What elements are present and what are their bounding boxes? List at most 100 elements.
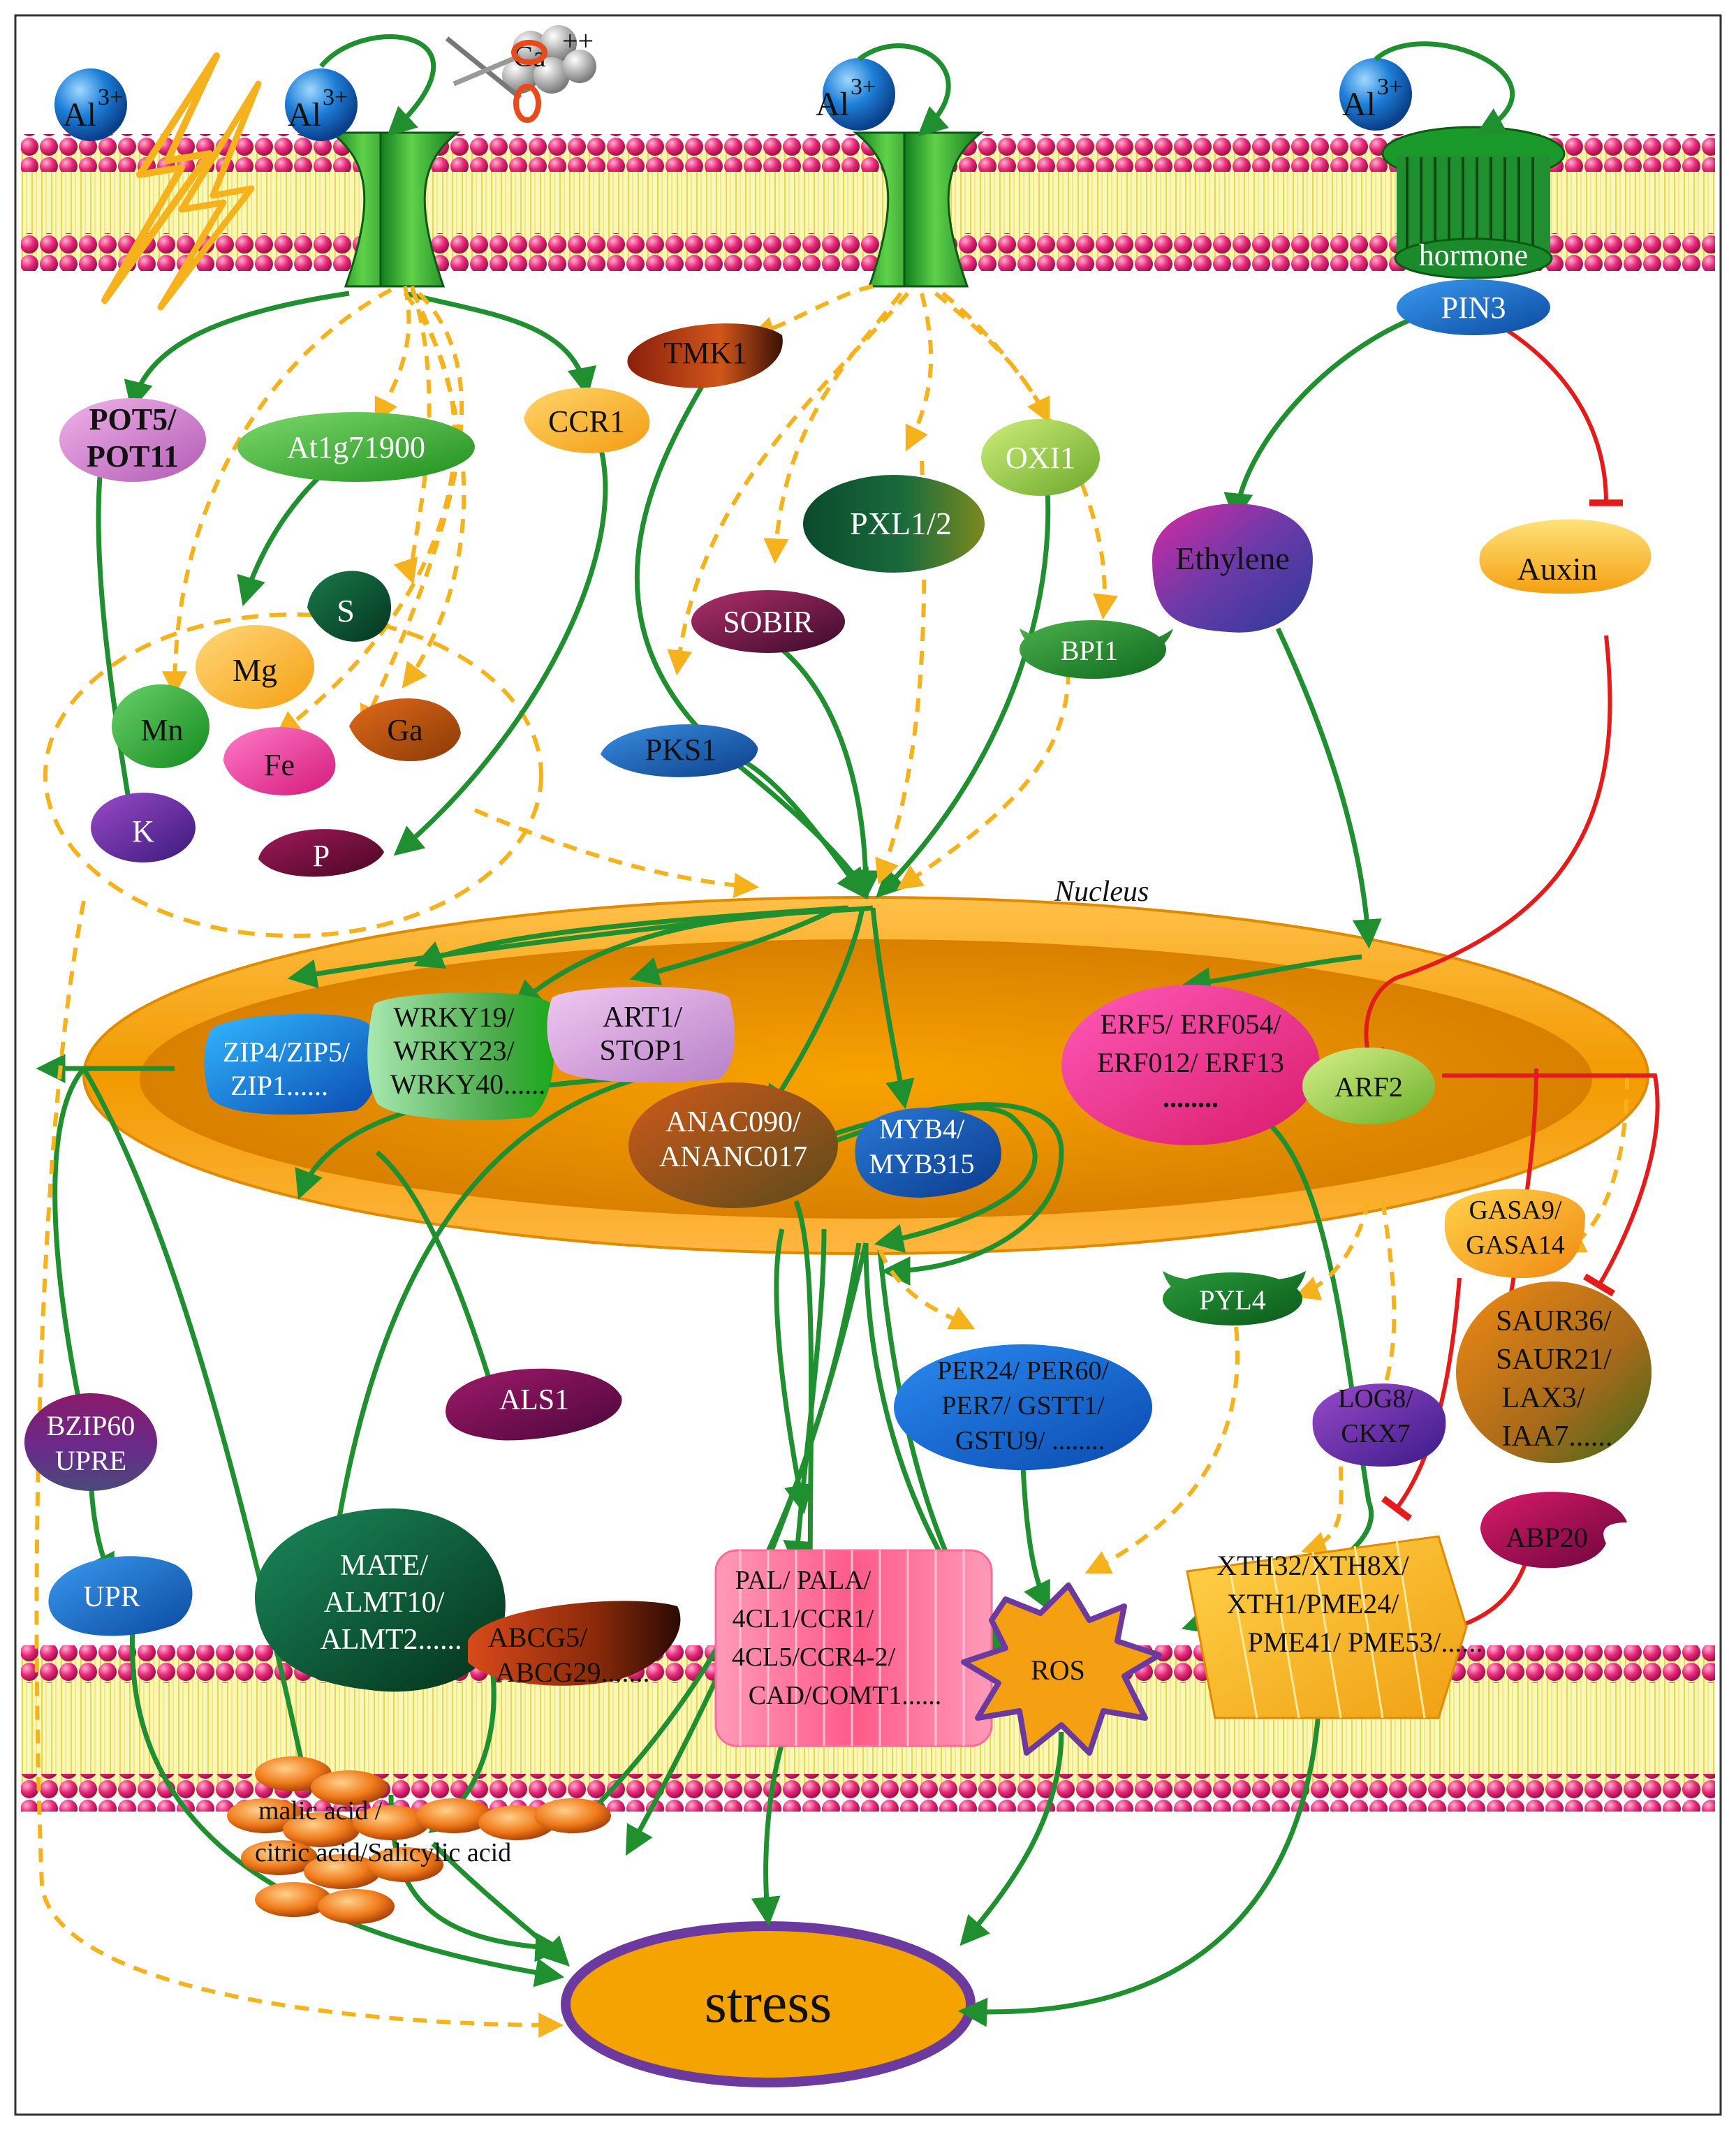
svg-text:Mn: Mn [140,713,183,747]
al-ion-4: Al 3+ [1339,58,1412,131]
svg-text:MYB4/: MYB4/ [879,1113,965,1145]
svg-text:CAD/COMT1......: CAD/COMT1...... [749,1681,942,1710]
myb4-node: MYB4/ MYB315 [855,1108,1001,1198]
svg-text:Al: Al [63,96,96,133]
svg-text:POT11: POT11 [87,439,179,473]
ccr1-node: CCR1 [524,388,650,453]
svg-text:3+: 3+ [1377,74,1402,100]
svg-text:3+: 3+ [98,85,123,110]
svg-text:UPR: UPR [83,1581,140,1613]
ga-element-node: Ga [349,698,461,761]
mn-element-node: Mn [112,684,209,768]
al-ion-1: Al 3+ [54,68,127,141]
svg-text:WRKY23/: WRKY23/ [393,1035,515,1066]
svg-text:3+: 3+ [323,85,348,110]
svg-text:MYB315: MYB315 [869,1148,974,1180]
k-element-node: K [91,793,196,862]
svg-text:CKX7: CKX7 [1341,1419,1410,1448]
svg-text:UPRE: UPRE [55,1445,126,1476]
figure-frame [14,14,1722,2116]
svg-text:XTH32/XTH8X/: XTH32/XTH8X/ [1216,1550,1409,1581]
erf-node: ERF5/ ERF054/ ERF012/ ERF13 ........ [1061,985,1320,1145]
svg-text:GSTU9/ ........: GSTU9/ ........ [955,1426,1105,1455]
art1-stop1-node: ART1/ STOP1 [547,987,735,1082]
svg-text:ALS1: ALS1 [499,1384,569,1416]
pks1-node: PKS1 [601,724,758,777]
svg-text:K: K [132,814,154,849]
wrky-node: WRKY19/ WRKY23/ WRKY40...... [367,992,554,1120]
pal-enzyme-cluster: PAL/ PALA/ 4CL1/CCR1/ 4CL5/CCR4-2/ CAD/C… [714,1549,993,1747]
stress-node: stress [561,1921,976,2087]
aluminum-channel-1 [328,131,461,288]
yellow-dashed-arrows [34,284,1629,2038]
svg-text:WRKY19/: WRKY19/ [393,1001,515,1033]
pin3-node: PIN3 [1397,279,1550,335]
pot5-pot11-node: POT5/ POT11 [59,398,206,482]
svg-text:ART1/: ART1/ [603,1001,682,1034]
svg-text:ZIP4/ZIP5/: ZIP4/ZIP5/ [223,1036,351,1068]
aluminum-channel-2 [852,131,985,288]
bzip60-upre-node: BZIP60 UPRE [24,1393,157,1491]
svg-text:CCR1: CCR1 [548,404,625,439]
sobir-node: SOBIR [691,590,845,653]
auxin-node: Auxin [1479,519,1652,594]
bpi1-node: BPI1 [1020,620,1173,679]
svg-text:PAL/ PALA/: PAL/ PALA/ [735,1566,871,1595]
svg-text:IAA7......: IAA7...... [1502,1420,1613,1453]
svg-text:TMK1: TMK1 [663,336,747,370]
saur-node: SAUR36/ SAUR21/ LAX3/ IAA7...... [1456,1281,1652,1463]
pyl4-node: PYL4 [1163,1271,1306,1325]
anac090-node: ANAC090/ ANANC017 [628,1082,838,1208]
ion-cluster-boundary [43,612,543,938]
svg-text:OXI1: OXI1 [1006,441,1075,475]
svg-text:GASA9/: GASA9/ [1469,1196,1561,1225]
svg-text:PIN3: PIN3 [1441,291,1506,325]
svg-text:ZIP1......: ZIP1...... [230,1070,328,1101]
svg-text:ARF2: ARF2 [1334,1071,1403,1103]
svg-text:ROS: ROS [1031,1654,1085,1686]
svg-text:ABP20: ABP20 [1506,1522,1588,1553]
mg-element-node: Mg [196,625,314,709]
svg-text:SAUR36/: SAUR36/ [1496,1305,1612,1337]
svg-text:PER7/ GSTT1/: PER7/ GSTT1/ [941,1391,1105,1420]
p-element-node: P [258,829,384,877]
log8-ckx7-node: LOG8/ CKX7 [1312,1383,1446,1467]
gasa9-node: GASA9/ GASA14 [1444,1189,1585,1278]
xth-pme-node: XTH32/XTH8X/ XTH1/PME24/ PME41/ PME53/..… [1186,1535,1483,1719]
svg-text:ABCG29.......: ABCG29....... [495,1657,649,1688]
svg-text:PME41/ PME53/......: PME41/ PME53/...... [1248,1626,1483,1658]
s-element-node: S [307,571,391,642]
svg-text:Ethylene: Ethylene [1175,541,1290,576]
als1-node: ALS1 [446,1368,622,1441]
svg-text:ALMT10/: ALMT10/ [324,1587,445,1619]
hormone-channel: hormone [1381,126,1566,279]
svg-text:STOP1: STOP1 [600,1035,686,1067]
zip-node: ZIP4/ZIP5/ ZIP1...... [204,1013,377,1115]
svg-text:GASA14: GASA14 [1466,1231,1564,1260]
organic-acid-cluster: malic acid / citric acid/Salicylic acid [227,1756,611,1924]
svg-text:ANAC090/: ANAC090/ [665,1106,801,1138]
at1g71900-node: At1g71900 [237,412,475,482]
svg-text:Al: Al [816,86,849,123]
pxl1-2-node: PXL1/2 [803,475,985,573]
svg-text:ALMT2......: ALMT2...... [321,1624,462,1656]
svg-text:PKS1: PKS1 [645,733,717,767]
svg-text:........: ........ [1163,1082,1219,1113]
svg-text:4CL5/CCR4-2/: 4CL5/CCR4-2/ [732,1643,896,1672]
svg-text:XTH1/PME24/: XTH1/PME24/ [1227,1588,1400,1619]
svg-text:stress: stress [705,1971,832,2034]
svg-text:POT5/: POT5/ [89,402,177,436]
lightning-icon [101,52,262,311]
svg-text:++: ++ [562,25,594,57]
svg-text:P: P [313,839,330,873]
svg-text:Ga: Ga [387,713,422,747]
svg-text:LAX3/: LAX3/ [1502,1382,1585,1414]
svg-text:citric acid/Salicylic acid: citric acid/Salicylic acid [255,1838,511,1867]
svg-text:BZIP60: BZIP60 [47,1410,135,1441]
svg-text:3+: 3+ [851,74,876,100]
al-ion-2: Al 3+ [285,68,358,141]
svg-text:ERF5/ ERF054/: ERF5/ ERF054/ [1101,1008,1282,1040]
mate-almt-node: MATE/ ALMT10/ ALMT2...... [254,1508,506,1692]
scissors-icon [445,36,547,123]
